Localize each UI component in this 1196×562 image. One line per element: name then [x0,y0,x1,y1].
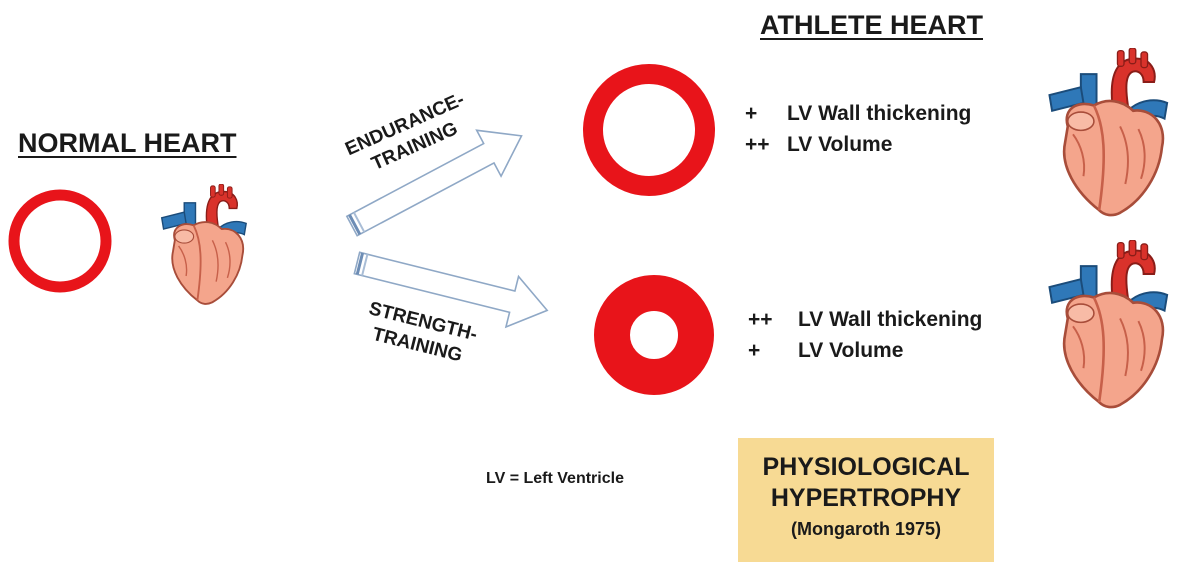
effect-sign: + [745,102,758,125]
athlete-heart-title: ATHLETE HEART [760,10,983,40]
effect-sign: ++ [748,308,773,331]
endurance-effect-volume: ++ LV Volume [745,129,971,160]
heart-illustration-icon [1048,48,1169,217]
box-line2: HYPERTROPHY [770,484,962,512]
box-line1: PHYSIOLOGICAL [762,453,970,481]
strength-effects: ++ LV Wall thickening + LV Volume [748,304,982,366]
physiological-hypertrophy-box: PHYSIOLOGICAL HYPERTROPHY (Mongaroth 197… [738,438,994,562]
effect-text: LV Wall thickening [787,102,972,125]
endurance-arrow [345,129,523,237]
effect-text: LV Volume [798,339,904,362]
box-citation: (Mongaroth 1975) [790,519,941,539]
strength-effect-wall: ++ LV Wall thickening [748,304,982,335]
effect-sign: ++ [745,133,770,156]
strength-effect-volume: + LV Volume [748,335,982,366]
lv-legend: LV = Left Ventricle [486,470,624,487]
normal-heart-title: NORMAL HEART [18,128,237,158]
strength-lv-ring [594,275,714,395]
strength-arrow [353,251,549,329]
endurance-effect-wall: + LV Wall thickening [745,98,971,129]
heart-illustration-icon [1048,240,1169,409]
effect-sign: + [748,339,761,362]
heart-illustration-icon [160,184,248,305]
effect-text: LV Wall thickening [798,308,983,331]
endurance-effects: + LV Wall thickening ++ LV Volume [745,98,971,160]
endurance-lv-ring [583,64,715,196]
normal-lv-ring [8,189,112,293]
effect-text: LV Volume [787,133,893,156]
